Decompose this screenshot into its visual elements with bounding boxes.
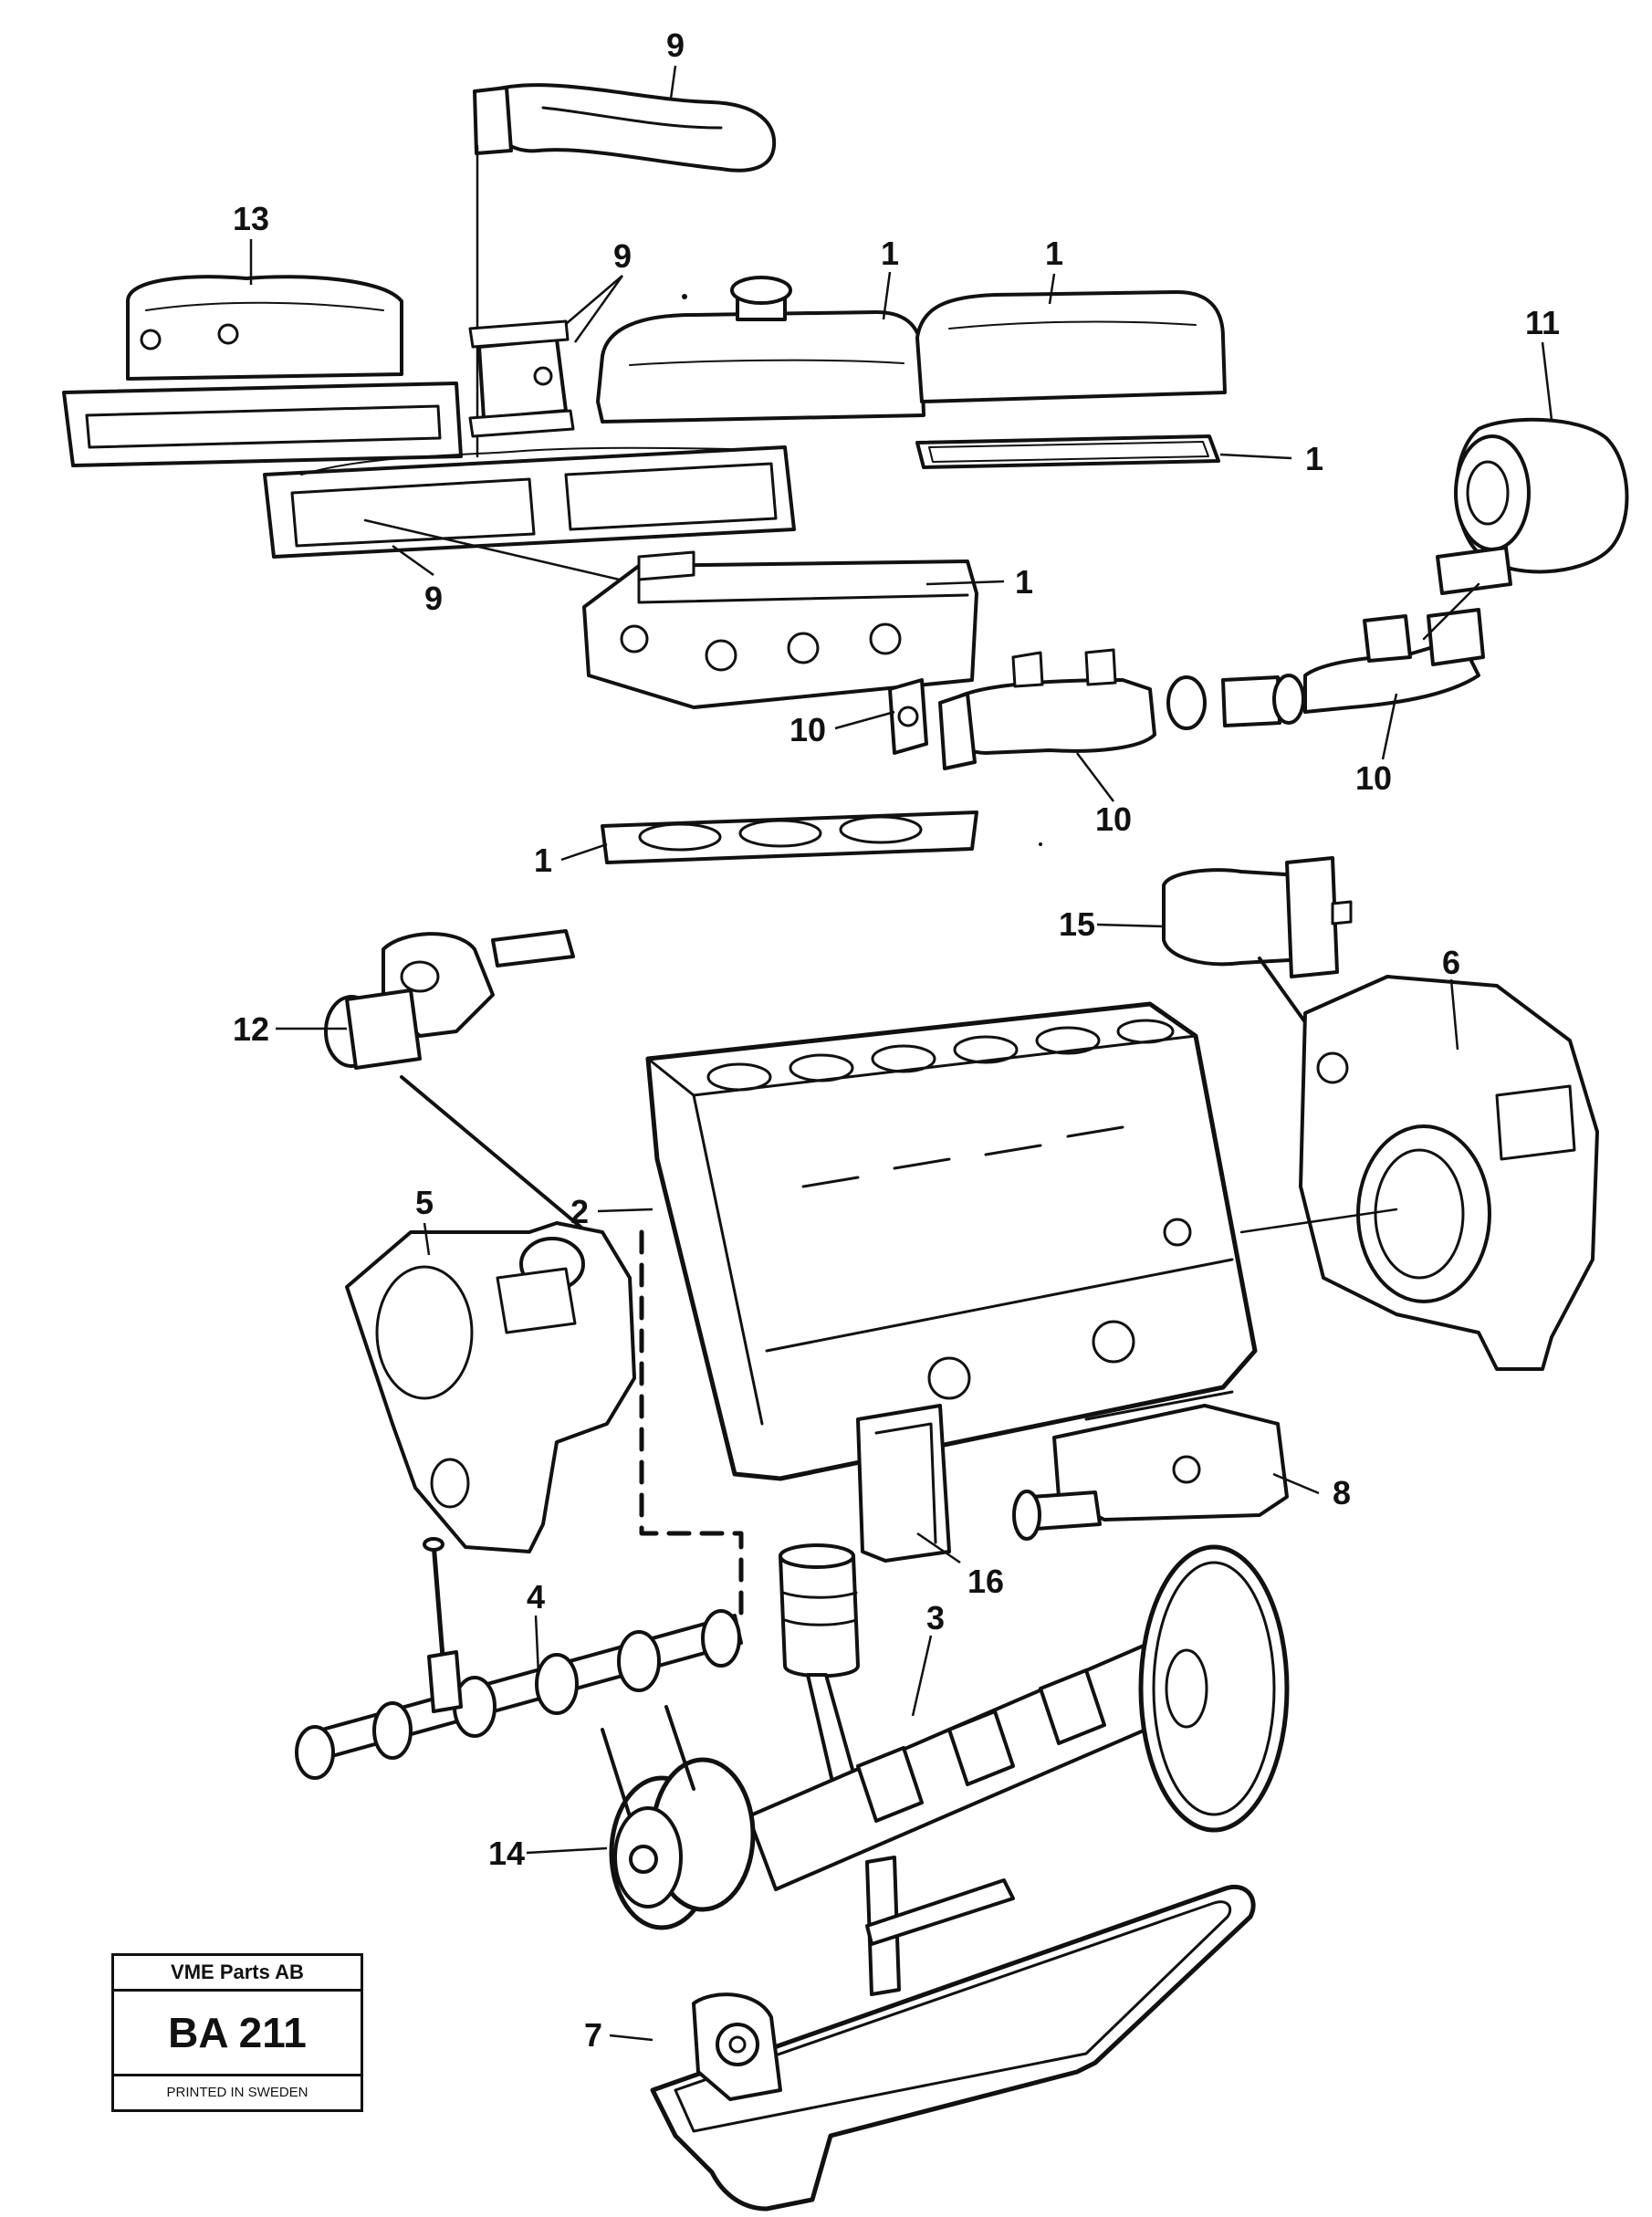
callout-label: 15 [1059,905,1095,943]
part-starter-motor [1162,856,1353,978]
callout-label: 1 [1015,563,1033,601]
part-camshaft [295,1609,743,1780]
part-valve-cover-front [596,276,925,424]
part-intake-pipe [473,83,777,173]
part-timing-gear-cover [345,1221,636,1553]
callout-label: 14 [488,1835,525,1872]
part-valve-cover-gasket [915,434,1220,469]
part-flywheel [1138,1544,1290,1833]
callout-label: 9 [613,237,632,275]
part-head-gasket [601,810,978,864]
title-block-company: VME Parts AB [114,1956,361,1992]
callout-label: 4 [527,1578,545,1616]
part-crankshaft [747,1641,1179,1891]
part-exhaust-gasket [888,678,928,755]
callout-label: 10 [1355,759,1392,797]
part-turbocharger [1436,417,1629,595]
callout-label: 6 [1442,944,1460,981]
callout-label: 9 [424,580,443,617]
part-flywheel-housing [1299,975,1599,1371]
title-block-printed: PRINTED IN SWEDEN [166,2085,308,2100]
callout-label: 8 [1333,1474,1351,1511]
part-intake-elbow [468,319,575,438]
callout-label: 5 [415,1184,434,1221]
part-engine-bracket [856,1404,951,1563]
callout-labels: 9 13 9 1 1 11 1 9 1 10 10 10 1 15 6 12 2… [233,26,1560,2054]
title-block-code: BA 211 [114,1992,361,2076]
part-valve-cover-rear [915,290,1227,403]
part-exhaust-manifold-rear [1303,608,1485,714]
title-block: VME Parts AB BA 211 PRINTED IN SWEDEN [111,1953,363,2112]
part-piston-conrod [779,1543,860,1795]
callout-label: 13 [233,200,269,237]
scan-speck [682,294,687,299]
callout-leaders [249,65,1553,2042]
callout-label: 11 [1525,304,1560,341]
callout-label: 9 [666,26,685,64]
part-pushrod-tappet [423,1537,463,1713]
callout-label: 10 [1095,800,1132,838]
callout-label: 1 [881,235,899,272]
callout-label: 3 [926,1599,945,1637]
callout-label: 1 [1045,235,1063,272]
part-cylinder-head [582,550,978,709]
part-cylinder-block [645,1001,1258,1481]
callout-label: 10 [789,711,826,748]
part-oil-pump [692,1992,782,2101]
part-air-cleaner-cover [62,275,463,467]
callout-label: 2 [570,1193,589,1230]
scan-speck [1039,842,1042,846]
part-crank-pulley [601,1705,756,1930]
part-oil-sump [650,1856,1256,2212]
part-intake-manifold [263,445,796,559]
callout-label: 1 [1305,440,1323,477]
part-exhaust-manifold-front [938,648,1156,770]
part-exhaust-slip-joint [1166,674,1305,730]
callout-label: 1 [534,842,552,879]
part-injection-pump [1012,1390,1289,1541]
callout-label: 12 [233,1010,269,1048]
callout-label: 16 [967,1563,1004,1600]
callout-label: 7 [584,2016,602,2054]
part-oil-filter-bracket [324,929,575,1070]
